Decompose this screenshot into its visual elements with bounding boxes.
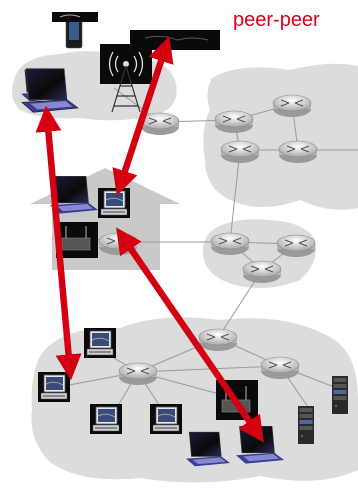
server-icon: [332, 376, 348, 414]
server-icon: [298, 406, 314, 444]
wireless-laptop-icon: [130, 30, 220, 50]
router-icon: [210, 232, 250, 256]
router-icon: [220, 140, 260, 164]
desktop-icon: [149, 403, 183, 435]
router-icon: [272, 94, 312, 118]
router-icon: [242, 260, 282, 284]
router-icon: [140, 112, 180, 136]
desktop-icon: [89, 403, 123, 435]
router-icon: [118, 362, 158, 386]
router-icon: [278, 140, 318, 164]
router-icon: [214, 110, 254, 134]
isp-cloud-top: [203, 63, 358, 210]
router-icon: [260, 356, 300, 380]
p2p-arrow-tower-to-home: [112, 36, 174, 196]
p2p-arrow-home-to-enterprise: [116, 227, 264, 443]
peer-arrows: [35, 36, 264, 443]
router-icon: [276, 234, 316, 258]
diagram-title: peer-peer: [233, 9, 320, 31]
router-icon: [198, 328, 238, 352]
p2p-arrow-mobile-to-enterprise: [35, 105, 82, 381]
desktop-icon: [83, 327, 117, 359]
phone-icon: [52, 12, 98, 49]
desktop-icon: [97, 187, 131, 219]
desktop-icon: [37, 371, 71, 403]
